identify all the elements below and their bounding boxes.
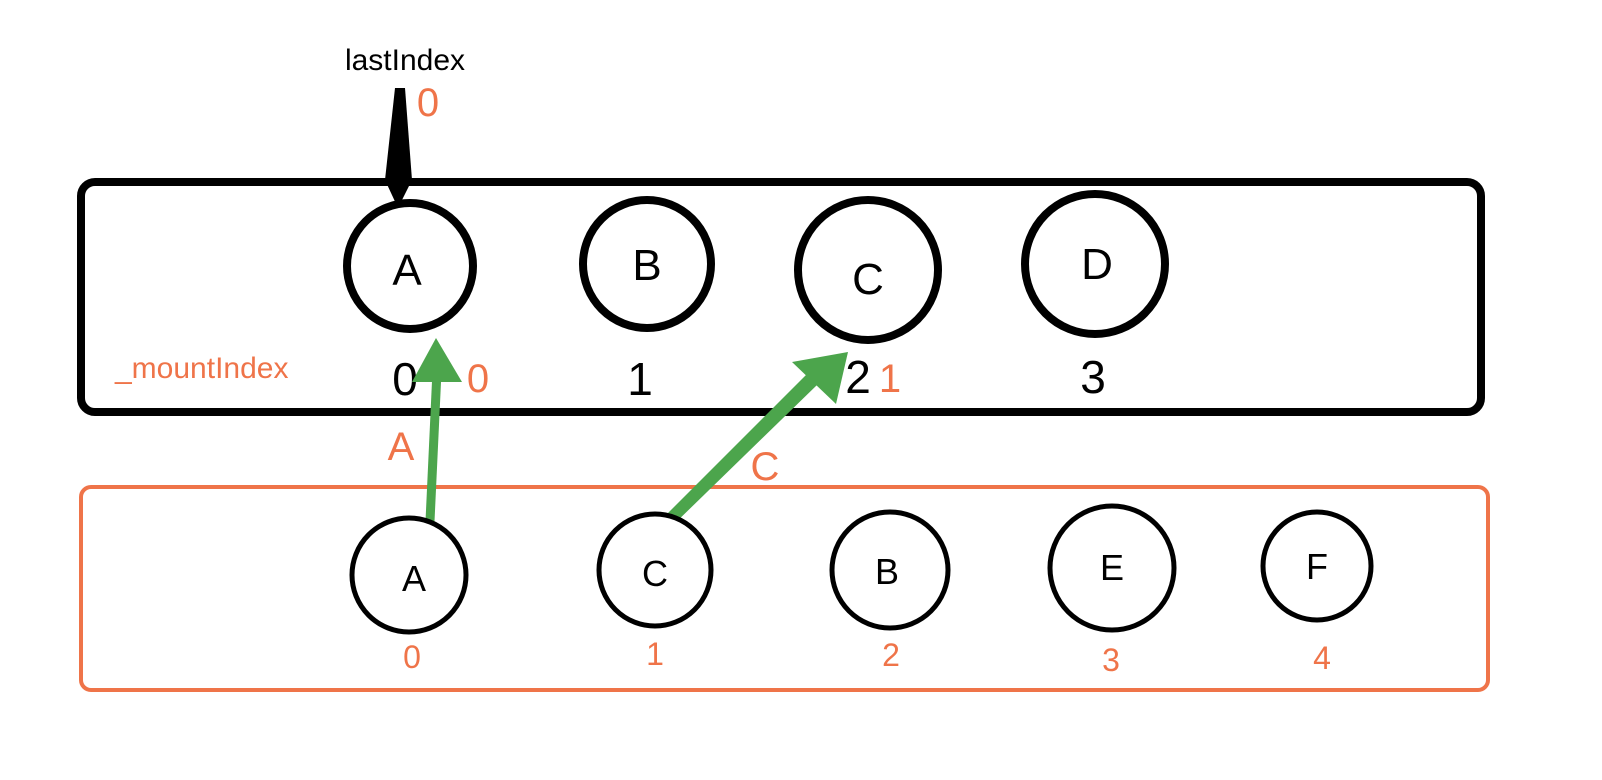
- move-label-a: A: [388, 425, 415, 469]
- old-node-b-letter: B: [632, 241, 661, 290]
- new-node-f-index: 4: [1313, 640, 1331, 676]
- old-node-a-letter: A: [392, 246, 422, 295]
- old-node-b-circle: [579, 196, 715, 332]
- old-node-a-index: 0: [392, 353, 418, 405]
- new-node-a: A: [349, 515, 469, 635]
- old-node-d-circle: [1021, 190, 1169, 338]
- new-node-e-circle: [1047, 503, 1177, 633]
- new-node-e-letter: E: [1100, 547, 1124, 588]
- new-node-c-letter: C: [642, 553, 668, 594]
- new-node-b-circle: [829, 509, 951, 631]
- new-node-e-index: 3: [1102, 642, 1120, 678]
- move-arrow-c-head: [792, 352, 848, 404]
- new-node-f-circle: [1260, 509, 1374, 623]
- new-list-box: [79, 485, 1490, 692]
- old-node-c-index: 2: [845, 351, 871, 403]
- old-node-c-circle: [794, 196, 942, 344]
- old-node-c-mount-index: 1: [879, 357, 901, 401]
- move-arrow-c: [663, 352, 848, 529]
- move-arrow-a-head: [412, 338, 462, 382]
- move-label-c: C: [751, 445, 780, 489]
- old-node-d-index: 3: [1080, 351, 1106, 403]
- move-arrow-a-shaft: [425, 381, 441, 532]
- new-node-a-letter: A: [402, 558, 426, 599]
- new-node-b: B: [829, 509, 951, 631]
- new-node-b-letter: B: [875, 551, 899, 592]
- old-node-d: D: [1021, 190, 1169, 338]
- new-node-f-letter: F: [1306, 546, 1328, 587]
- last-index-label: lastIndex: [345, 44, 465, 77]
- last-index-value: 0: [417, 81, 439, 125]
- old-node-d-letter: D: [1081, 240, 1113, 289]
- old-list-box: [77, 178, 1485, 416]
- new-node-a-circle: [349, 515, 469, 635]
- new-node-b-index: 2: [882, 637, 900, 673]
- old-node-b-index: 1: [627, 353, 653, 405]
- old-node-c: C: [794, 196, 942, 344]
- old-node-c-letter: C: [852, 255, 884, 304]
- new-node-c-index: 1: [646, 636, 664, 672]
- last-index-pointer-arrow: [385, 88, 412, 208]
- old-node-a-circle: [343, 199, 477, 333]
- new-node-c-circle: [596, 511, 714, 629]
- new-node-c: C: [596, 511, 714, 629]
- old-node-a-mount-index: 0: [467, 357, 489, 401]
- old-node-b: B: [579, 196, 715, 332]
- old-node-a: A: [343, 199, 477, 333]
- new-node-a-index: 0: [403, 639, 421, 675]
- move-arrow-c-shaft: [663, 375, 817, 529]
- new-node-e: E: [1047, 503, 1177, 633]
- mount-index-label: _mountIndex: [114, 352, 288, 385]
- move-arrow-a: [412, 338, 462, 532]
- new-node-f: F: [1260, 509, 1374, 623]
